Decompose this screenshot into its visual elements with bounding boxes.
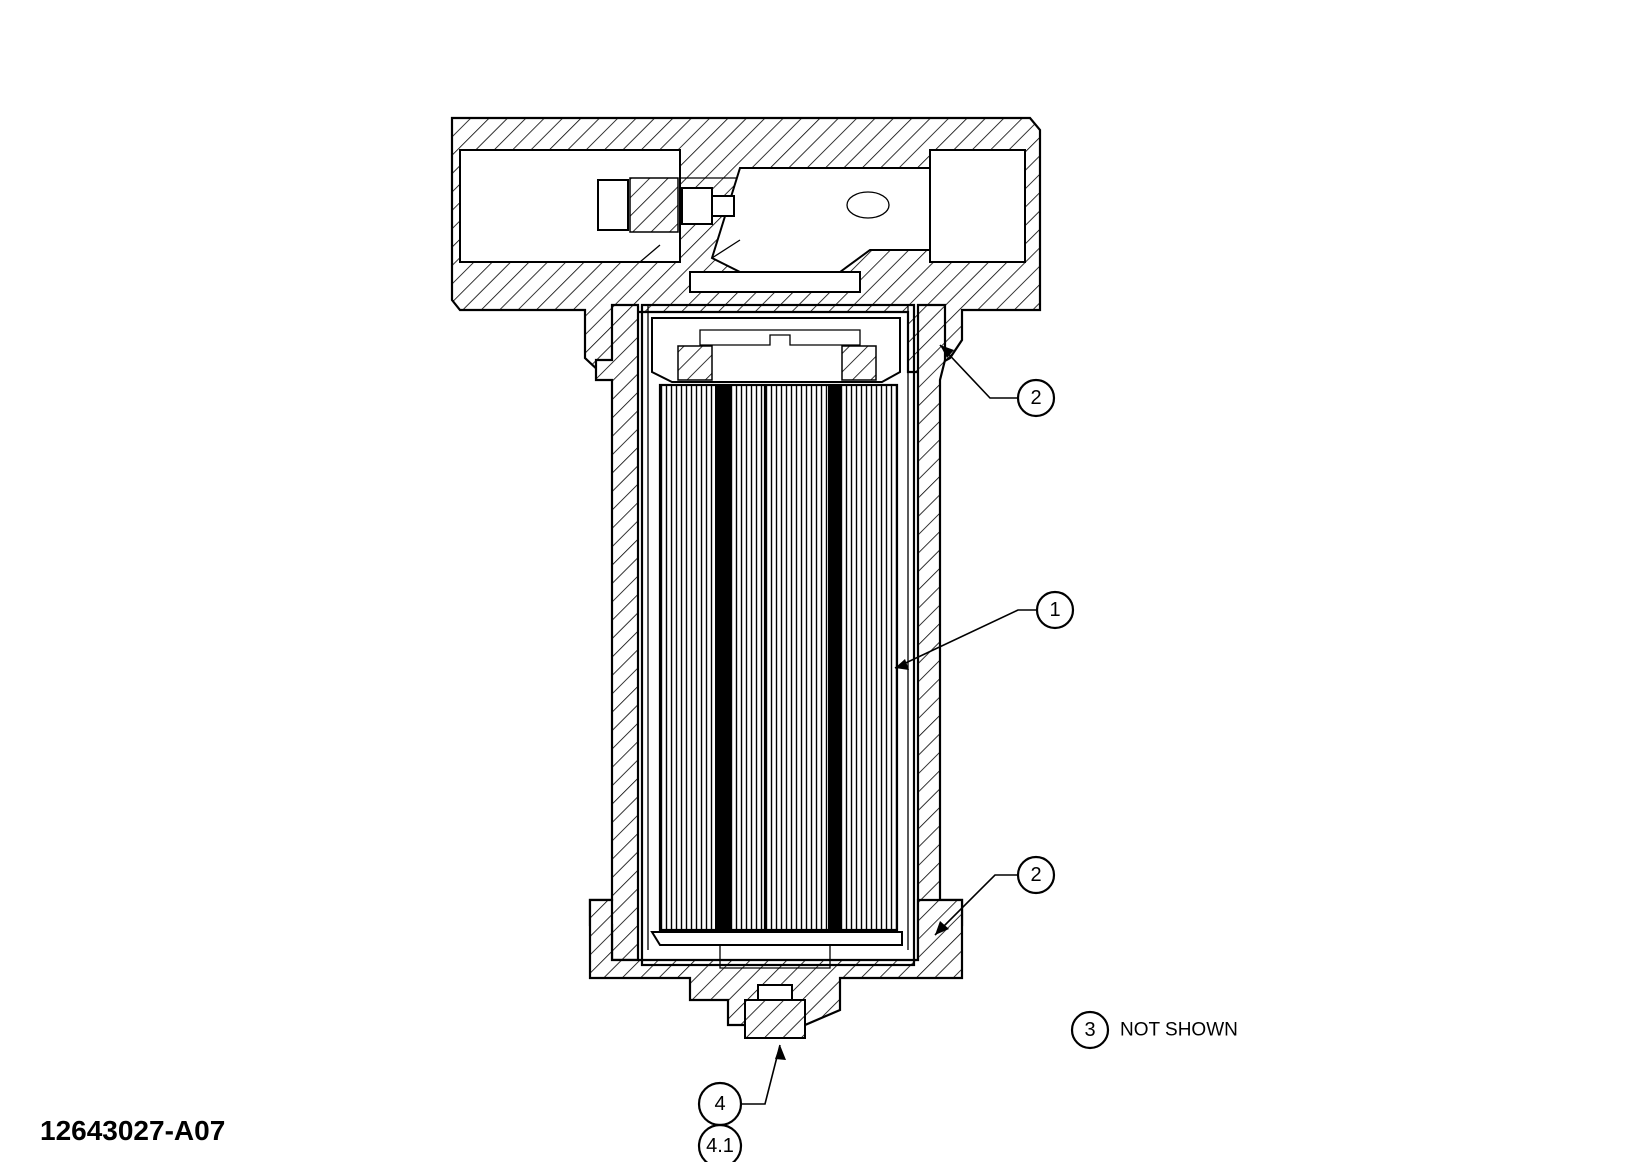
callout-2-bottom: 2 — [1016, 855, 1056, 895]
callout-label: 4 — [714, 1093, 725, 1115]
callout-label: 2 — [1030, 864, 1041, 886]
callout-1: 1 — [1035, 590, 1075, 630]
leader-lines — [742, 344, 1036, 1105]
callout-label: 4.1 — [706, 1135, 734, 1157]
drawing-id: 12643027-A07 — [40, 1115, 225, 1146]
callout-label: 1 — [1049, 599, 1060, 621]
not-shown-note: NOT SHOWN — [1120, 1020, 1238, 1041]
callout-4: 4 — [697, 1081, 743, 1127]
filter-head — [450, 116, 1042, 374]
callout-label: 3 — [1084, 1019, 1095, 1041]
callout-3: 3 — [1070, 1010, 1110, 1050]
bypass-valve — [597, 177, 735, 233]
filter-element — [650, 317, 903, 969]
callout-4-1: 4.1 — [697, 1123, 743, 1162]
callout-label: 2 — [1030, 387, 1041, 409]
callout-2-top: 2 — [1016, 378, 1056, 418]
drain-plug — [744, 984, 806, 1039]
filter-bowl — [588, 303, 964, 1039]
leader-arrowheads — [775, 345, 954, 1060]
